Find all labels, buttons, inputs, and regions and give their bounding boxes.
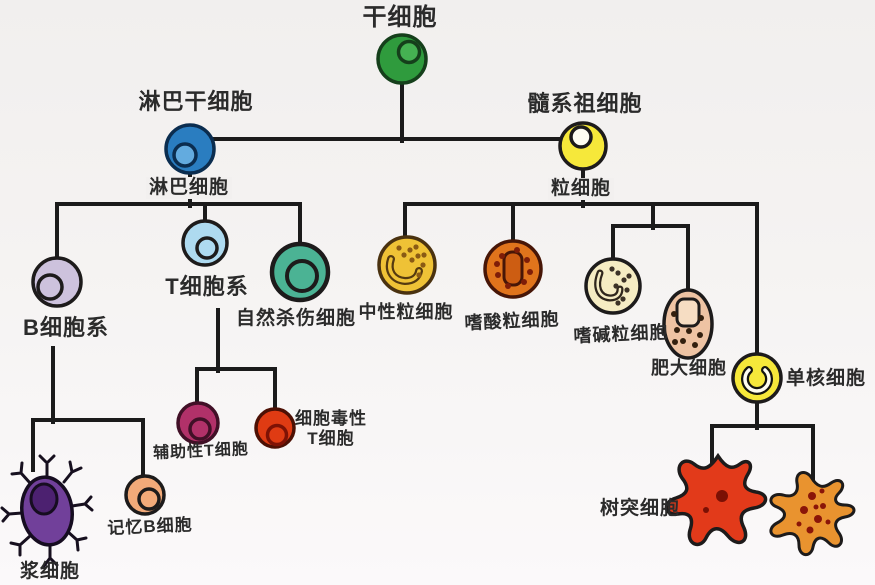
cytotoxic-t-cell-label: 细胞毒性 T细胞 (295, 409, 367, 448)
lymphocyte-branch-label: 淋巴细胞 (145, 177, 233, 199)
lymphoid-stem-cell-label: 淋巴干细胞 (138, 89, 254, 114)
t-cell-line-label: T细胞系 (165, 274, 249, 299)
dendritic-cell-icon (664, 452, 768, 547)
myeloid-progenitor-label: 髓系祖细胞 (527, 91, 643, 116)
monocyte-icon (731, 352, 783, 404)
b-cell-line-label: B细胞系 (23, 315, 109, 340)
nk-cell-label: 自然杀伤细胞 (235, 308, 357, 329)
cytotoxic-t-label-line2: T细胞 (307, 428, 355, 448)
unlabeled-star-cell-icon (769, 471, 856, 557)
nk-cell-icon (269, 241, 331, 303)
eosinophil-label: 嗜酸粒细胞 (464, 308, 560, 334)
cytotoxic-t-label-line1: 细胞毒性 (295, 409, 367, 428)
stem-cell-label: 干细胞 (362, 4, 438, 31)
memory-b-cell-label: 记忆B细胞 (106, 515, 194, 538)
memory-b-cell-icon (124, 474, 166, 516)
mast-cell-icon (662, 288, 714, 360)
helper-t-cell-icon (176, 401, 220, 445)
dendritic-cell-label: 树突细胞 (599, 498, 681, 519)
mast-cell-label: 肥大细胞 (651, 358, 727, 378)
basophil-icon (584, 257, 642, 315)
granulocyte-branch-label: 粒细胞 (547, 178, 615, 200)
eosinophil-icon (483, 239, 543, 299)
t-cell-line-icon (181, 219, 229, 267)
lymphoid-stem-cell-icon (164, 123, 216, 175)
plasma-cell-icon (0, 454, 94, 568)
neutrophil-label: 中性粒细胞 (358, 302, 454, 322)
monocyte-label: 单核细胞 (786, 368, 867, 389)
stem-cell-icon (376, 33, 428, 85)
myeloid-progenitor-icon (558, 121, 608, 171)
basophil-label: 嗜碱粒细胞 (573, 321, 669, 347)
cytotoxic-t-cell-icon (254, 407, 296, 449)
b-cell-line-icon (31, 256, 83, 308)
plasma-cell-label: 浆细胞 (19, 561, 81, 582)
neutrophil-icon (377, 235, 437, 295)
